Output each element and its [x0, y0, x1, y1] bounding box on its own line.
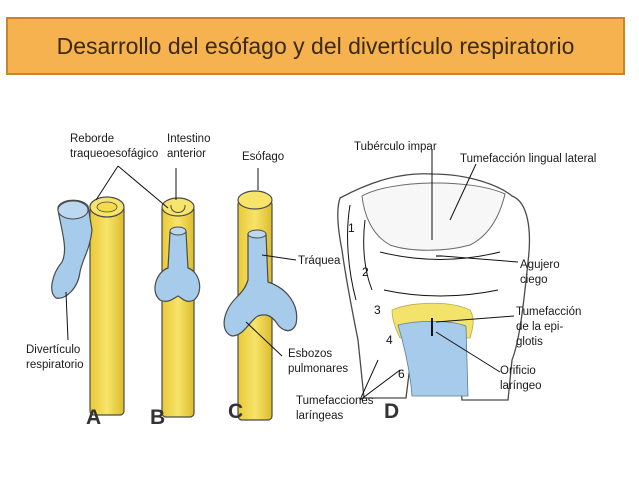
label-epiglotis-2: de la epi- [516, 321, 563, 333]
panel-d-diagram [337, 173, 531, 401]
arch-number-1: 1 [348, 221, 355, 235]
label-reborde-1: Reborde [70, 133, 114, 145]
arch-number-3: 3 [374, 303, 381, 317]
label-diverticulo-1: Divertículo [26, 344, 80, 356]
panel-label-c: C [228, 400, 243, 423]
label-tumefaccion-lingual: Tumefacción lingual lateral [460, 153, 596, 165]
panel-a-diagram [51, 196, 125, 416]
label-esofago: Esófago [242, 151, 284, 163]
label-epiglotis-1: Tumefacción [516, 306, 581, 318]
panel-label-d: D [384, 400, 399, 423]
label-orificio-2: laríngeo [500, 380, 542, 392]
label-tuberculo: Tubérculo impar [354, 141, 437, 153]
label-diverticulo-2: respiratorio [26, 359, 84, 371]
label-tumefacciones-2: laríngeas [296, 410, 344, 422]
label-agujero-1: Agujero [520, 259, 560, 271]
arch-number-2: 2 [362, 265, 369, 279]
panel-label-a: A [86, 406, 101, 429]
label-orificio-1: Orificio [500, 365, 536, 377]
label-tumefacciones-1: Tumefacciones [296, 395, 374, 407]
label-esbozos-2: pulmonares [288, 363, 348, 375]
label-epiglotis-3: glotis [516, 336, 543, 348]
label-agujero-2: ciego [520, 274, 548, 286]
label-intestino-2: anterior [167, 148, 206, 160]
leader-lines [65, 150, 519, 401]
label-esbozos-1: Esbozos [288, 348, 332, 360]
arch-number-6: 6 [398, 367, 405, 381]
label-traquea: Tráquea [298, 255, 341, 267]
panel-b-diagram [154, 197, 201, 418]
title-banner: Desarrollo del esófago y del divertículo… [6, 17, 625, 75]
label-intestino-1: Intestino [167, 133, 210, 145]
panel-label-b: B [150, 406, 165, 429]
label-reborde-2: traqueoesofágico [70, 148, 158, 160]
panel-c-diagram [223, 190, 298, 421]
page-title: Desarrollo del esófago y del divertículo… [56, 32, 575, 59]
arch-number-4: 4 [386, 333, 393, 347]
